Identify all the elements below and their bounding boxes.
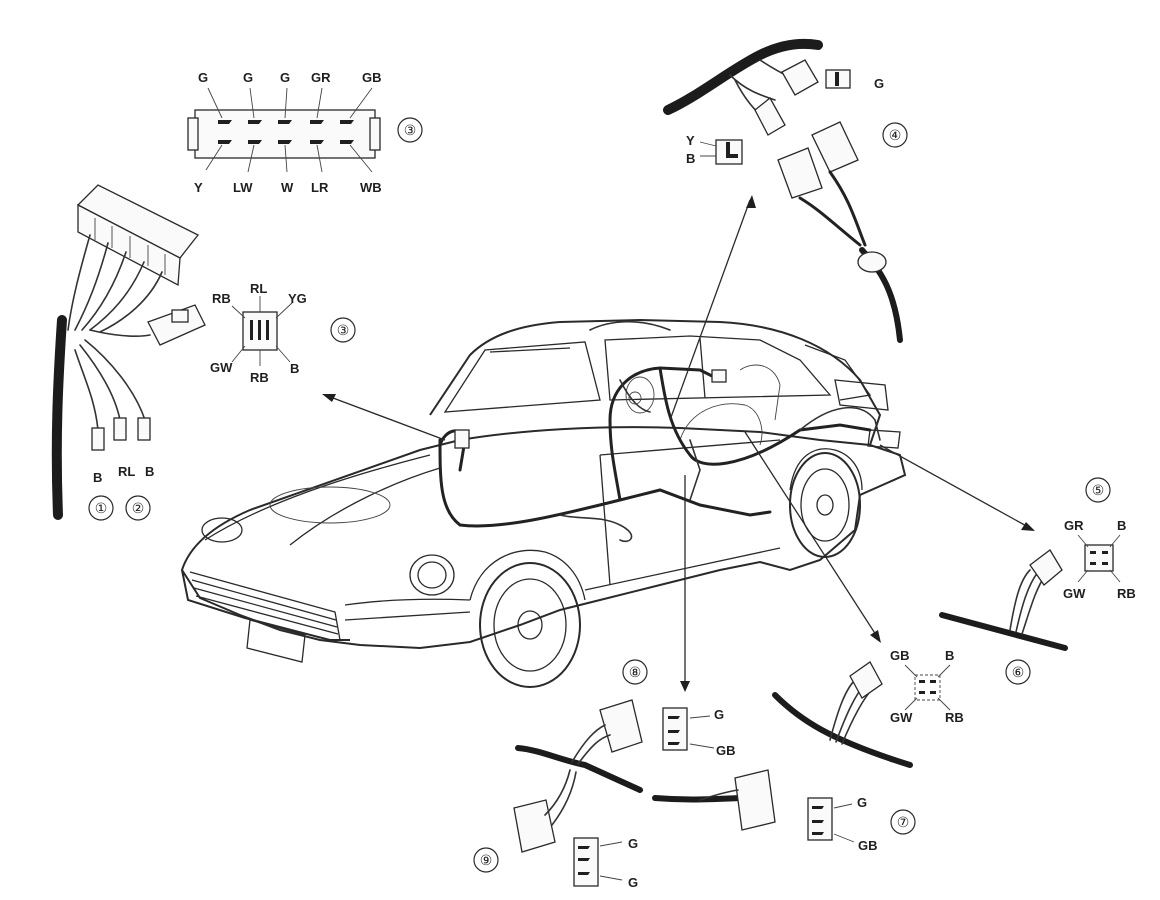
callout-circle-4 <box>882 122 908 148</box>
c4-label-b: B <box>686 151 695 166</box>
callout-5-connector: GR B GW RB ⑤ <box>1063 477 1136 601</box>
car-harness <box>438 320 881 543</box>
c3s-label-br: B <box>290 361 299 376</box>
car-illustration <box>180 318 907 688</box>
c8-label-1: GB <box>716 743 736 758</box>
c6-label-br: RB <box>945 710 964 725</box>
c6-label-tl: GB <box>890 648 910 663</box>
callout-number-9: ⑨ <box>480 852 493 868</box>
left-harness-assembly: B RL B ① ② <box>51 184 206 521</box>
c7-label-1: GB <box>858 838 878 853</box>
callout-circle-7 <box>890 809 916 835</box>
callout-circle-3a <box>397 117 423 143</box>
c3s-label-tc: RL <box>250 281 267 296</box>
c3-top-label-4: GB <box>362 70 382 85</box>
callout-number-3a: ③ <box>404 122 417 138</box>
c3s-label-bc: RB <box>250 370 269 385</box>
callout-circle-8 <box>622 659 648 685</box>
c3-bottom-label-3: LR <box>311 180 329 195</box>
c3-top-label-1: G <box>243 70 253 85</box>
c4-label-g: G <box>874 76 884 91</box>
callout-circle-1 <box>88 495 114 521</box>
c9-label-0: G <box>628 836 638 851</box>
c3s-label-bl: GW <box>210 360 233 375</box>
c3-top-label-2: G <box>280 70 290 85</box>
callout-number-7: ⑦ <box>897 814 910 830</box>
c3-bottom-label-2: W <box>281 180 294 195</box>
c2-wire-label-0: RL <box>118 464 135 479</box>
callout-number-4: ④ <box>889 127 902 143</box>
c3-top-label-3: GR <box>311 70 331 85</box>
callout-number-6: ⑥ <box>1012 664 1025 680</box>
callout-circle-9 <box>473 847 499 873</box>
c8-label-0: G <box>714 707 724 722</box>
c6-label-bl: GW <box>890 710 913 725</box>
pin-row-top <box>218 120 354 124</box>
callout-circle-3b <box>330 317 356 343</box>
c5-label-tr: B <box>1117 518 1126 533</box>
callout-circle-6 <box>1005 659 1031 685</box>
callout-3-small-connector: RB RL YG GW RB B ③ <box>210 281 356 385</box>
c4-label-y: Y <box>686 133 695 148</box>
c5-label-bl: GW <box>1063 586 1086 601</box>
c3-top-label-0: G <box>198 70 208 85</box>
c6-label-tr: B <box>945 648 954 663</box>
callout-7-8-9-assembly: G GB ⑧ G GB ⑦ G G ⑨ <box>473 659 916 890</box>
pin-row-bottom <box>218 140 354 144</box>
c3s-label-tl: RB <box>212 291 231 306</box>
callout-circle-5 <box>1085 477 1111 503</box>
callout-number-2: ② <box>132 500 145 516</box>
c2-wire-label-1: B <box>145 464 154 479</box>
callout-number-1: ① <box>95 500 108 516</box>
c1-wire-label: B <box>93 470 102 485</box>
callout-6-assembly: ⑥ <box>939 549 1068 685</box>
c3-bottom-label-4: WB <box>360 180 382 195</box>
callout-4-assembly: G Y B ④ <box>663 38 908 343</box>
callout-circle-2 <box>125 495 151 521</box>
c9-label-1: G <box>628 875 638 890</box>
callout-3-top-connector: G G G GR GB Y LW W LR WB ③ <box>187 70 423 195</box>
callout-number-5: ⑤ <box>1092 482 1105 498</box>
pointer-arrows <box>322 195 1035 692</box>
c3-bottom-label-0: Y <box>194 180 203 195</box>
c3-bottom-label-1: LW <box>233 180 253 195</box>
c5-label-tl: GR <box>1064 518 1084 533</box>
callout-number-3b: ③ <box>337 322 350 338</box>
c7-label-0: G <box>857 795 867 810</box>
c5-label-br: RB <box>1117 586 1136 601</box>
callout-6-connector: GB B GW RB <box>772 648 964 768</box>
c3s-label-tr: YG <box>288 291 307 306</box>
callout-number-8: ⑧ <box>629 664 642 680</box>
